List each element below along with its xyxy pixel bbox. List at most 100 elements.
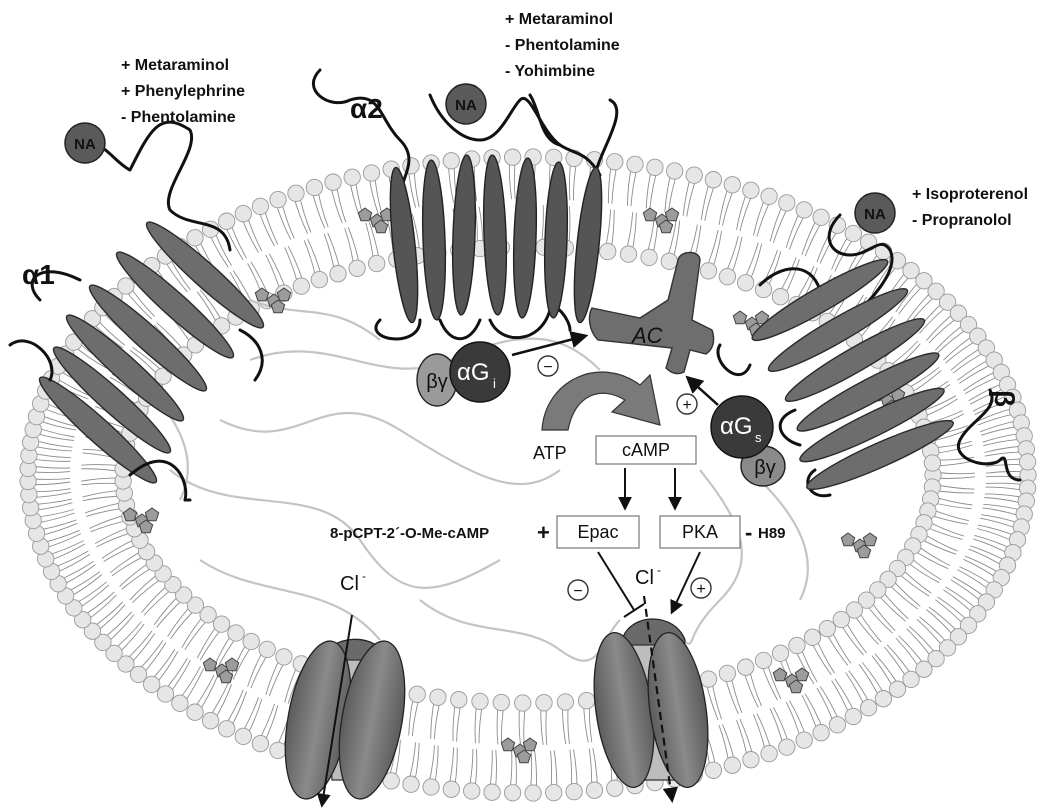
transmembrane-helix: [512, 157, 538, 319]
drug-item: - Phentolamine: [121, 109, 236, 126]
gbg-label-gi: βγ: [426, 371, 448, 393]
transmembrane-helix: [88, 284, 208, 392]
lipid-head: [704, 171, 723, 189]
lipid-head: [234, 204, 252, 223]
lipid-head: [812, 724, 830, 742]
gi-to-ac-arrow: [511, 331, 589, 357]
drug-item: - Phentolamine: [505, 37, 620, 54]
lipid-head: [704, 761, 723, 779]
lipid-head: [771, 288, 790, 306]
transmembrane-helix: [65, 314, 185, 422]
transmembrane-helix: [451, 154, 477, 316]
ligand-na-beta: NA: [854, 192, 896, 234]
lipid-head: [828, 716, 847, 734]
alpha1-label: α1: [22, 259, 55, 290]
alpha2-label: α2: [350, 93, 383, 124]
lipid-head: [429, 688, 447, 706]
lipid-head: [251, 734, 270, 753]
lipid-head: [803, 628, 822, 646]
cholesterol-ring: [218, 669, 234, 684]
gi-inhibit-sign: −: [537, 355, 559, 377]
na-label-alpha2: NA: [455, 97, 477, 114]
lipid-head: [129, 665, 148, 684]
epac-agonist-sign: +: [537, 520, 550, 545]
lipid-head: [795, 731, 813, 749]
lipid-head: [845, 601, 864, 619]
lipid-head: [969, 327, 987, 345]
gs-effect-sign: +: [682, 397, 691, 414]
lipid-head: [985, 581, 1003, 599]
adenylyl-cyclase: AC: [588, 251, 715, 375]
lipid-head: [760, 744, 778, 763]
lipid-head: [492, 693, 510, 712]
cholesterol-ring: [840, 532, 856, 547]
lipid-head: [646, 158, 664, 177]
lipid-head: [471, 692, 489, 711]
lipid-head: [737, 658, 755, 676]
transmembrane-helix: [751, 258, 889, 342]
lipid-head: [869, 581, 887, 599]
lipid-head: [923, 454, 942, 472]
gbg-label-gs: βγ: [754, 457, 776, 479]
drug-item: - Yohimbine: [505, 63, 595, 80]
lipid-head: [832, 610, 850, 629]
lipid-head: [888, 680, 907, 698]
gi-subscript: i: [493, 376, 496, 391]
transmembrane-helix: [38, 376, 158, 484]
lipid-head: [212, 615, 231, 633]
lipid-head: [483, 783, 501, 801]
lipid-head: [666, 162, 684, 180]
cholesterol-ring: [658, 219, 674, 234]
lipid-head: [65, 599, 83, 617]
ligand-na-alpha1: NA: [64, 122, 106, 164]
lipid-head: [83, 622, 102, 640]
lipid-head: [164, 575, 182, 594]
lipid-head: [760, 187, 778, 206]
transmembrane-helix: [52, 346, 172, 454]
lipid-head: [949, 304, 968, 322]
lipid-head: [723, 176, 741, 194]
lipid-head: [915, 272, 933, 290]
lipid-head: [778, 738, 796, 756]
lipid-head: [348, 259, 366, 277]
pka-effect-badge: +: [690, 577, 712, 599]
pka-activation-arrow: [670, 551, 701, 615]
cholesterol-ring: [516, 749, 532, 764]
beta-label: β: [989, 390, 1020, 407]
lipid-head: [343, 168, 361, 186]
lipid-head: [362, 164, 381, 182]
lipid-head: [754, 280, 773, 299]
lipid-head: [718, 664, 737, 683]
drug-item: + Isoproterenol: [912, 186, 1028, 203]
gs-to-ac-arrow: [685, 375, 719, 406]
ligand-na-alpha2: NA: [445, 83, 487, 125]
cholesterol-ring: [144, 507, 160, 522]
pka-inhibitor-sign: -: [745, 520, 752, 545]
cholesterol-ring: [254, 287, 270, 302]
cholesterol-ring: [754, 310, 770, 325]
lipid-head: [699, 262, 718, 280]
lipid-head: [969, 605, 987, 623]
drug-item: + Metaraminol: [121, 57, 229, 74]
lipid-head: [503, 148, 522, 166]
lipid-head: [186, 229, 204, 247]
transmembrane-helix: [806, 419, 954, 491]
cholesterol-ring: [788, 679, 804, 694]
lipid-head: [514, 694, 532, 712]
gi-protein: βγ αG i: [416, 341, 511, 407]
transmembrane-helix: [796, 352, 940, 432]
lipid-head: [402, 157, 420, 175]
lipid-head: [685, 166, 703, 184]
lipid-head: [778, 194, 796, 212]
lipid-head: [959, 315, 978, 334]
lipid-head: [742, 751, 760, 769]
lipid-head: [201, 712, 220, 730]
chloride-label-right: Cl: [635, 567, 654, 589]
epac-label: Epac: [577, 522, 618, 542]
drug-item: + Metaraminol: [505, 11, 613, 28]
alpha1-drug-list: + Metaraminol + Phenylephrine - Phentola…: [121, 57, 245, 126]
lipid-head: [218, 720, 236, 738]
lipid-head: [218, 212, 236, 230]
lipid-head: [812, 208, 830, 226]
lipid-head: [818, 619, 836, 638]
